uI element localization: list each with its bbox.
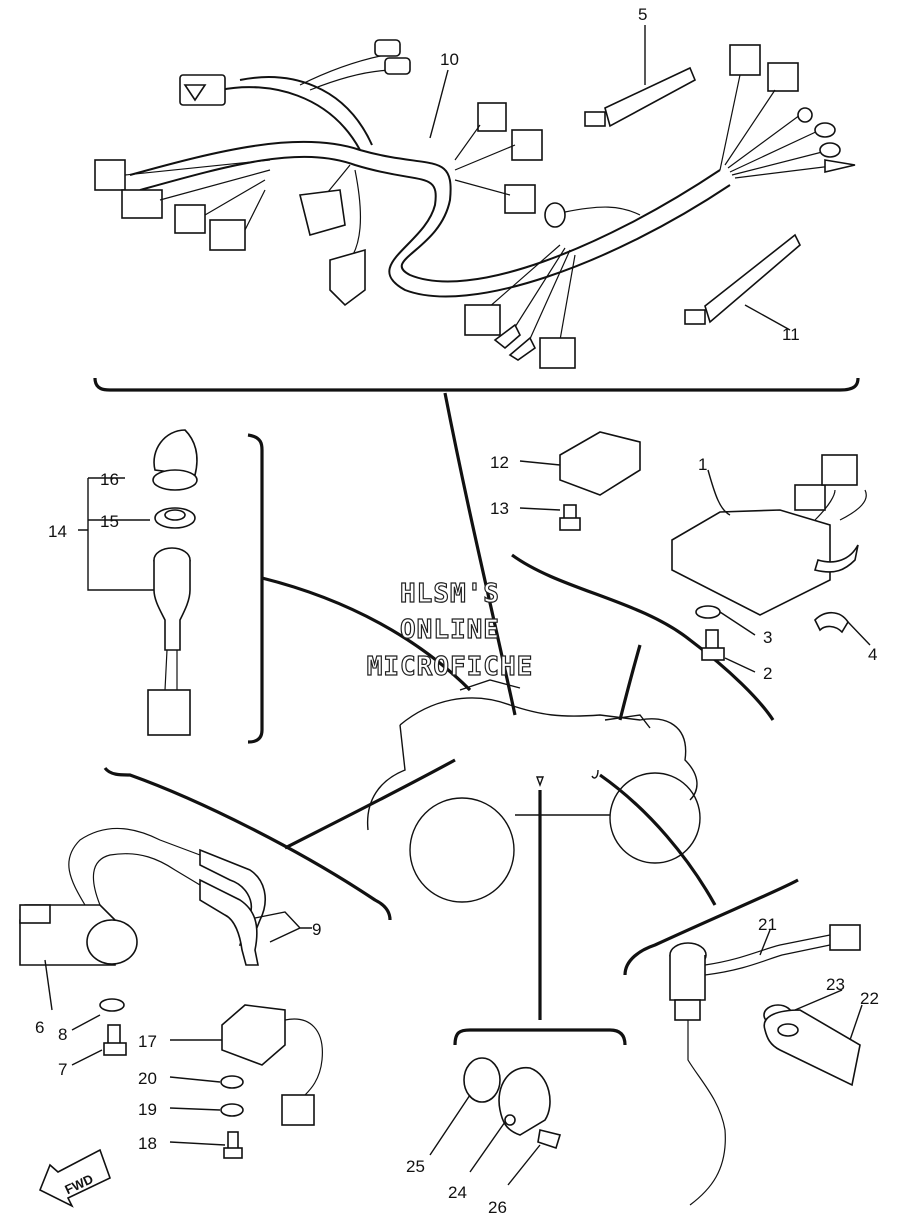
- callout-18: 18: [138, 1134, 157, 1153]
- ignition-coil-group: [19, 766, 392, 1056]
- callout-21: 21: [758, 915, 777, 934]
- watermark-line-3: MICROFICHE: [367, 652, 534, 682]
- rectifier-group: [511, 431, 867, 721]
- callout-15: 15: [100, 512, 119, 531]
- leader-lines: [261, 392, 717, 1020]
- callout-26: 26: [488, 1198, 507, 1217]
- callout-5: 5: [638, 5, 647, 24]
- callout-9: 9: [312, 920, 321, 939]
- callout-7: 7: [58, 1060, 67, 1079]
- callout-2: 2: [763, 664, 772, 683]
- main-switch-group: [78, 429, 264, 744]
- callout-leaders: [44, 25, 871, 1186]
- callout-25: 25: [406, 1157, 425, 1176]
- callout-23: 23: [826, 975, 845, 994]
- callout-14: 14: [48, 522, 67, 541]
- top-group-bracket: [93, 377, 860, 392]
- level-switch-group: [623, 878, 861, 1206]
- callout-numbers: 5 10 11 12 13 1 3 2 4 16 15 14 9 6 8 7 1…: [35, 5, 879, 1217]
- watermark-line-1: HLSM'S: [400, 579, 500, 609]
- callout-24: 24: [448, 1183, 467, 1202]
- callout-8: 8: [58, 1025, 67, 1044]
- wire-harness-group: [94, 39, 856, 369]
- callout-16: 16: [100, 470, 119, 489]
- fwd-arrow: FWD: [38, 1148, 111, 1208]
- callout-3: 3: [763, 628, 772, 647]
- callout-11: 11: [782, 325, 800, 344]
- cdi-group: [220, 1004, 323, 1159]
- callout-22: 22: [860, 989, 879, 1008]
- callout-17: 17: [138, 1032, 157, 1051]
- callout-13: 13: [490, 499, 509, 518]
- callout-1: 1: [698, 455, 707, 474]
- callout-6: 6: [35, 1018, 44, 1037]
- watermark-line-2: ONLINE: [400, 615, 500, 645]
- neutral-switch-group: [453, 1028, 627, 1150]
- callout-4: 4: [868, 645, 877, 664]
- atv-outline: [366, 679, 701, 903]
- callout-10: 10: [440, 50, 459, 69]
- callout-20: 20: [138, 1069, 157, 1088]
- callout-12: 12: [490, 453, 509, 472]
- callout-19: 19: [138, 1100, 157, 1119]
